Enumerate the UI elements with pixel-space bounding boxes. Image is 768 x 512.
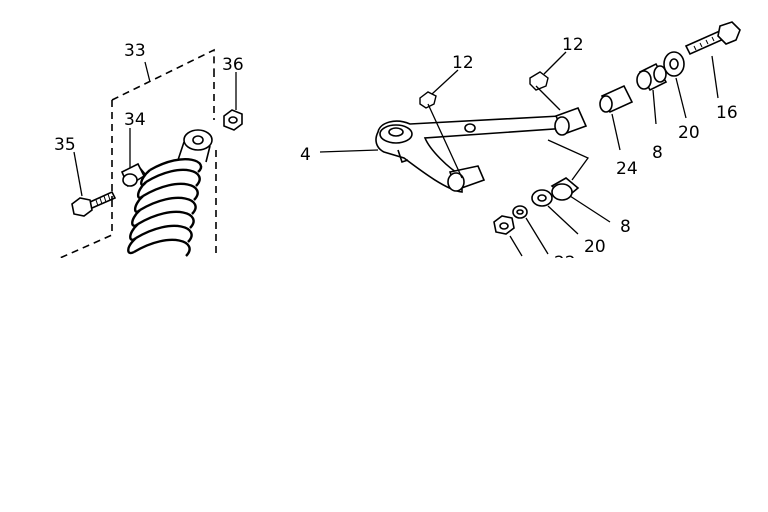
blank-area xyxy=(0,258,768,512)
grease-nipple-12b xyxy=(529,71,549,91)
callout-24: 24 xyxy=(616,159,638,179)
grease-nipple-12a xyxy=(419,91,437,109)
callout-35: 35 xyxy=(54,135,76,155)
callout-34: 34 xyxy=(124,110,146,130)
a-arm-assembly xyxy=(375,106,588,193)
collar-34 xyxy=(120,162,146,188)
leader-lines-left xyxy=(73,61,237,197)
callout-8b: 8 xyxy=(620,217,631,237)
bolt-35 xyxy=(71,190,117,217)
collar-8a xyxy=(636,62,668,92)
coil-spring xyxy=(127,157,203,257)
callout-16: 16 xyxy=(716,103,738,123)
callout-12b: 12 xyxy=(562,35,584,55)
callout-8a: 8 xyxy=(652,143,663,163)
bushing-24 xyxy=(599,84,634,114)
nut-lower xyxy=(493,215,515,235)
washer-20b xyxy=(531,189,553,207)
washer-20a xyxy=(663,51,685,77)
bolt-16 xyxy=(684,21,741,56)
shock-absorber-assembly xyxy=(59,48,243,259)
leader-lines-right xyxy=(319,51,719,257)
callout-20b: 20 xyxy=(584,237,606,257)
callout-36: 36 xyxy=(222,55,244,75)
callout-4: 4 xyxy=(300,145,311,165)
washer-22 xyxy=(512,205,528,219)
callout-12a: 12 xyxy=(452,53,474,73)
nut-36 xyxy=(223,109,243,131)
collar-8b xyxy=(550,177,580,201)
callout-33: 33 xyxy=(124,41,146,61)
callout-20a: 20 xyxy=(678,123,700,143)
